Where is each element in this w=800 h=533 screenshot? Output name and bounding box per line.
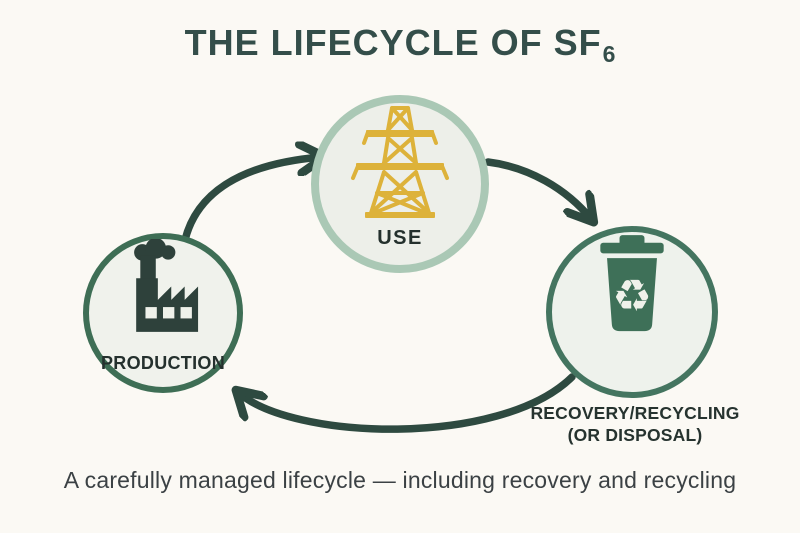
recovery-label-line2: (OR DISPOSAL): [567, 425, 703, 445]
recycling-bin-icon: ♻: [600, 235, 664, 332]
page-title: THE LIFECYCLE OF SF6: [0, 22, 800, 67]
factory-icon: [134, 239, 199, 332]
bottom-caption: A carefully managed lifecycle — includin…: [63, 467, 737, 493]
transmission-tower-icon: [351, 106, 449, 218]
recovery-label-line1: RECOVERY/RECYCLING: [530, 403, 740, 423]
use-label: USE: [377, 227, 423, 249]
recovery-label: RECOVERY/RECYCLING (OR DISPOSAL): [509, 402, 761, 446]
arrow-use-to-recovery: [484, 158, 592, 220]
arrow-recovery-to-production: [238, 373, 576, 433]
arrow-production-to-use: [181, 157, 322, 244]
node-recovery: ♻: [546, 226, 718, 398]
page-title-main: THE LIFECYCLE OF SF: [184, 22, 602, 63]
node-use: USE: [311, 95, 489, 273]
page-title-subscript: 6: [602, 41, 617, 67]
recycle-symbol-glyph: ♻: [612, 271, 652, 322]
production-label: PRODUCTION: [101, 353, 225, 373]
node-production: PRODUCTION: [83, 233, 243, 393]
